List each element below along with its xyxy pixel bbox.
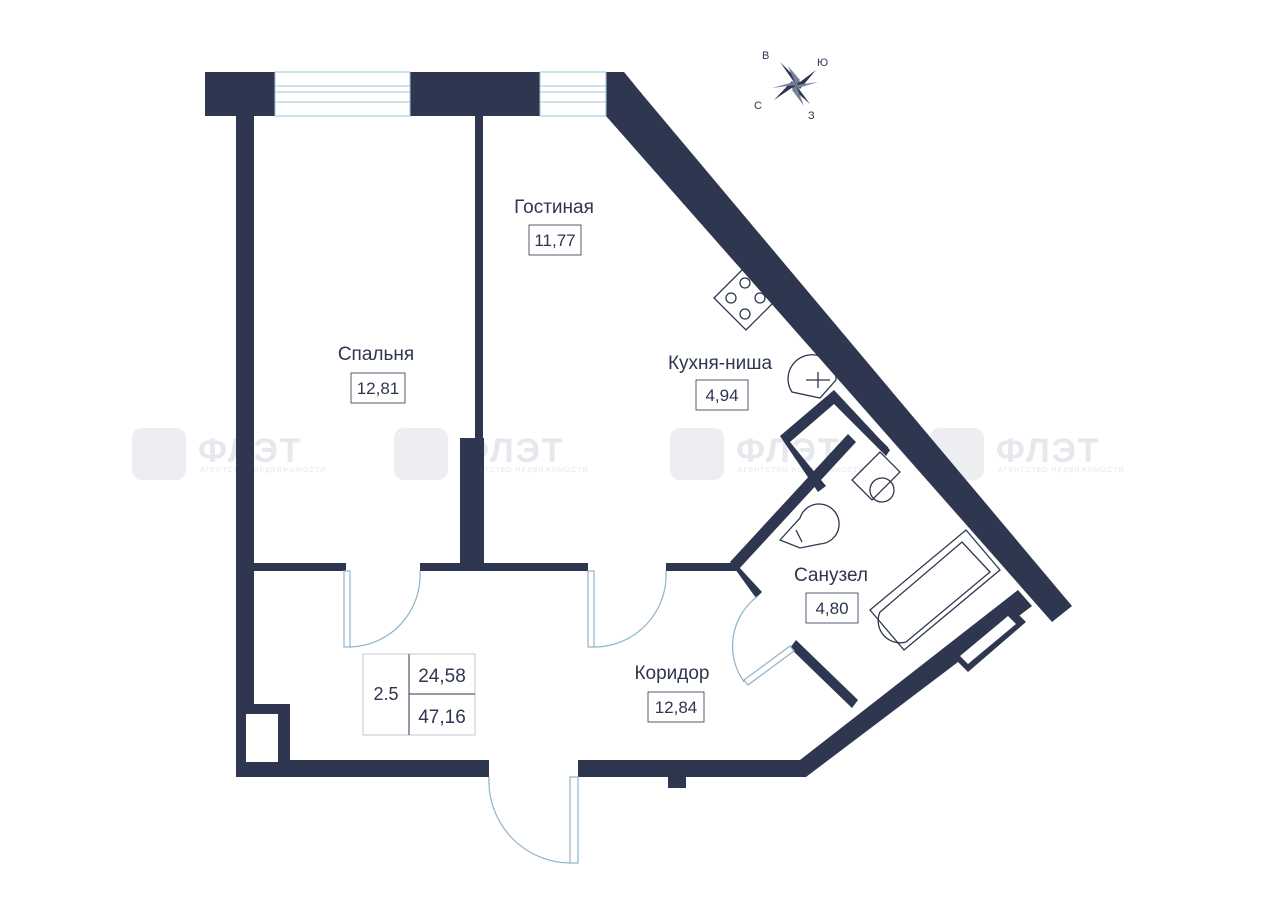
watermark-2: ФЛЭТ АГЕНТСТВО НЕДВИЖИМОСТИ — [394, 428, 588, 480]
area-box-bedroom — [350, 372, 406, 404]
doors — [343, 570, 795, 864]
bath-wall-top — [730, 434, 856, 570]
left-wall — [236, 116, 254, 777]
room-area-bedroom: 12,81 — [357, 379, 400, 398]
watermark-logo-icon — [132, 428, 186, 480]
toilet-icon — [851, 451, 901, 503]
bath-wall-door-left — [730, 562, 762, 598]
room-area-bathroom: 4,80 — [815, 599, 848, 618]
corridor-wall-1 — [254, 563, 346, 571]
kitchen-sink-icon — [787, 354, 837, 399]
area-box-living — [528, 224, 582, 256]
watermark-brand: ФЛЭТ — [996, 432, 1101, 470]
apartment-type: 2.5 — [373, 684, 398, 704]
room-kitchen: Кухня-ниша 4,94 — [668, 353, 773, 411]
compass-rose-icon: В Ю С З — [754, 50, 828, 122]
watermark-logo-icon — [394, 428, 448, 480]
bath-sink-icon — [778, 503, 840, 549]
closet-inner — [246, 714, 278, 762]
windows — [274, 71, 607, 117]
compass-north: С — [754, 100, 762, 112]
stove-icon — [713, 267, 777, 331]
bottom-wall-left — [236, 760, 489, 777]
room-living: Гостиная 11,77 — [514, 197, 594, 256]
watermark-subtitle: АГЕНТСТВО НЕДВИЖИМОСТИ — [200, 467, 326, 474]
top-wall-left — [205, 72, 275, 116]
room-name-corridor: Коридор — [634, 663, 709, 684]
room-name-kitchen: Кухня-ниша — [668, 353, 773, 374]
area-box-kitchen — [695, 379, 749, 411]
room-labels: Гостиная 11,77 Спальня 12,81 Кухня-ниша … — [338, 197, 868, 723]
window-living — [539, 71, 607, 117]
bottom-wall-notch — [668, 776, 686, 788]
top-wall-middle — [410, 72, 540, 116]
area-summary: 2.5 24,58 47,16 — [362, 653, 476, 736]
living-area: 24,58 — [418, 666, 466, 687]
watermark-group: ФЛЭТ АГЕНТСТВО НЕДВИЖИМОСТИ ФЛЭТ АГЕНТСТ… — [132, 428, 1124, 480]
room-name-living: Гостиная — [514, 197, 594, 218]
bathtub-icon — [869, 529, 1001, 651]
watermark-subtitle: АГЕНТСТВО НЕДВИЖИМОСТИ — [998, 467, 1124, 474]
door-entrance[interactable] — [488, 776, 579, 864]
area-box-corridor — [647, 691, 705, 723]
partition-bedroom-living — [475, 116, 483, 438]
shaft-box — [780, 390, 890, 492]
door-bedroom[interactable] — [343, 570, 421, 648]
watermark-subtitle: АГЕНТСТВО НЕДВИЖИМОСТИ — [738, 467, 864, 474]
compass-west: З — [808, 110, 815, 122]
watermark-logo-icon — [670, 428, 724, 480]
corridor-wall-2 — [420, 563, 588, 571]
compass-south: Ю — [817, 57, 828, 69]
room-area-living: 11,77 — [534, 231, 575, 250]
corridor-wall-3 — [666, 563, 738, 571]
watermark-1: ФЛЭТ АГЕНТСТВО НЕДВИЖИМОСТИ — [132, 428, 326, 480]
compass-east: В — [762, 50, 769, 62]
door-bathroom[interactable] — [731, 595, 795, 686]
room-name-bathroom: Санузел — [794, 565, 868, 586]
room-bathroom: Санузел 4,80 — [794, 565, 868, 624]
bath-wall-bottom — [790, 640, 858, 708]
room-bedroom: Спальня 12,81 — [338, 344, 414, 404]
room-name-bedroom: Спальня — [338, 344, 414, 365]
total-area: 47,16 — [418, 707, 466, 728]
outer-walls — [205, 72, 1072, 788]
window-bedroom — [274, 71, 411, 117]
area-box-bathroom — [805, 592, 859, 624]
room-area-corridor: 12,84 — [655, 698, 698, 717]
door-living[interactable] — [587, 570, 667, 648]
partition-column — [460, 438, 484, 568]
interior-walls — [236, 116, 1030, 768]
fixtures — [713, 267, 1001, 651]
watermark-subtitle: АГЕНТСТВО НЕДВИЖИМОСТИ — [462, 467, 588, 474]
room-area-kitchen: 4,94 — [705, 386, 738, 405]
room-corridor: Коридор 12,84 — [634, 663, 710, 723]
diagonal-right-wall — [606, 72, 1072, 622]
